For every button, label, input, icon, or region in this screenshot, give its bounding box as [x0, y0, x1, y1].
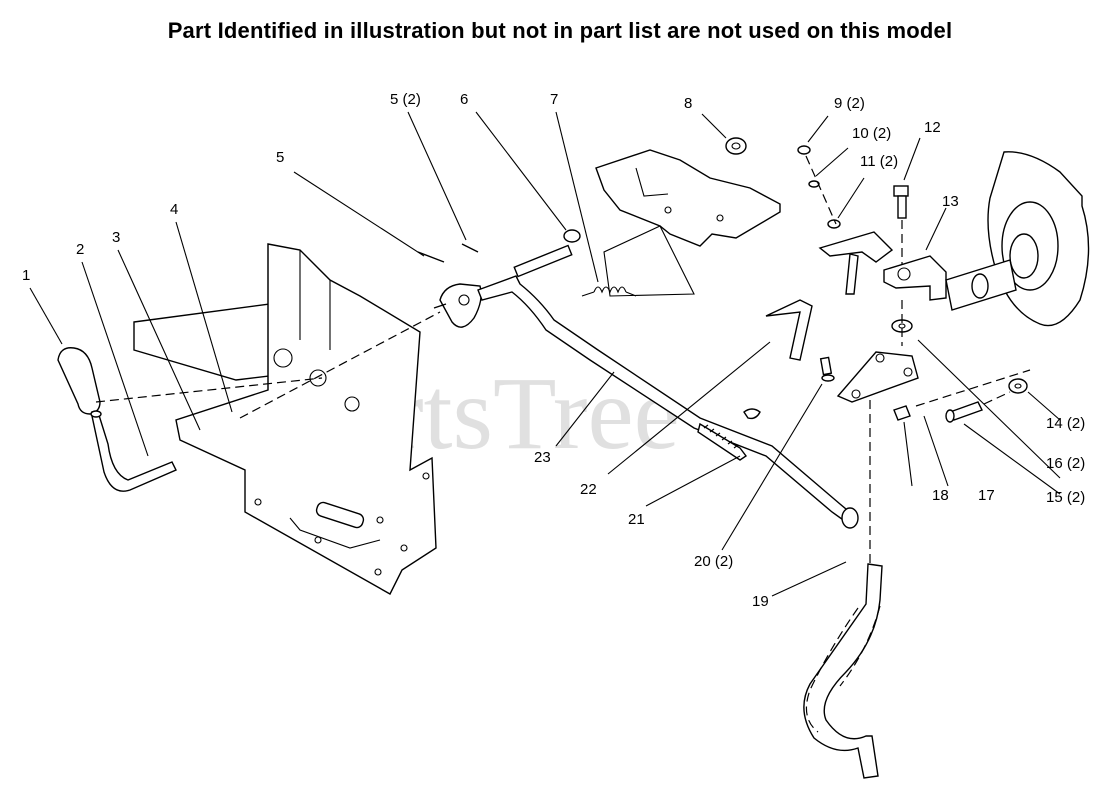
callout-1: 1 [22, 267, 30, 284]
callout-3: 3 [112, 229, 120, 246]
part-frame-section [595, 149, 781, 297]
callout-5: 5 [276, 149, 284, 166]
callout-9-2: 9 (2) [834, 95, 865, 112]
part-pivot-assembly [417, 243, 482, 328]
part-spacer-washers [891, 300, 913, 346]
callout-14-2: 14 (2) [1046, 415, 1085, 432]
callout-21: 21 [628, 511, 645, 528]
callout-11-2: 11 (2) [860, 153, 898, 170]
callout-16-2: 16 (2) [1046, 455, 1085, 472]
part-triangle-plate [836, 351, 919, 564]
callout-5-2: 5 (2) [390, 91, 421, 108]
callout-8: 8 [684, 95, 692, 112]
part-bolt-washer-nut [893, 369, 1031, 423]
callout-10-2: 10 (2) [852, 125, 891, 142]
part-shift-lever [90, 410, 177, 492]
callout-22: 22 [580, 481, 597, 498]
callout-12: 12 [924, 119, 941, 136]
part-screw [819, 356, 835, 382]
callout-19: 19 [752, 593, 769, 610]
callout-18: 18 [932, 487, 949, 504]
callout-20-2: 20 (2) [694, 553, 733, 570]
leader-dash-1 [95, 377, 323, 403]
callout-17: 17 [978, 487, 995, 504]
part-bolt [893, 185, 909, 268]
part-engine-pulley [945, 151, 1090, 327]
callout-4: 4 [170, 201, 178, 218]
part-threaded-adjuster [697, 408, 859, 529]
callout-7: 7 [550, 91, 558, 108]
part-s-lever [803, 563, 883, 779]
callout-6: 6 [460, 91, 468, 108]
part-knob [57, 347, 101, 415]
callout-labels: 1 2 3 4 5 5 (2) 6 7 8 9 (2) 10 (2) 11 (2… [22, 91, 1085, 610]
leader-lines [29, 111, 1061, 597]
callout-2: 2 [76, 241, 84, 258]
part-screws-and-washers [797, 145, 841, 229]
part-nut-and-washer [563, 137, 747, 243]
callout-13: 13 [942, 193, 959, 210]
callout-15-2: 15 (2) [1046, 489, 1085, 506]
part-mounting-plate [133, 243, 437, 595]
leader-dash-2 [239, 311, 441, 419]
page-title: Part Identified in illustration but not … [167, 18, 953, 43]
callout-23: 23 [534, 449, 551, 466]
part-pulley-bracket [765, 231, 947, 361]
